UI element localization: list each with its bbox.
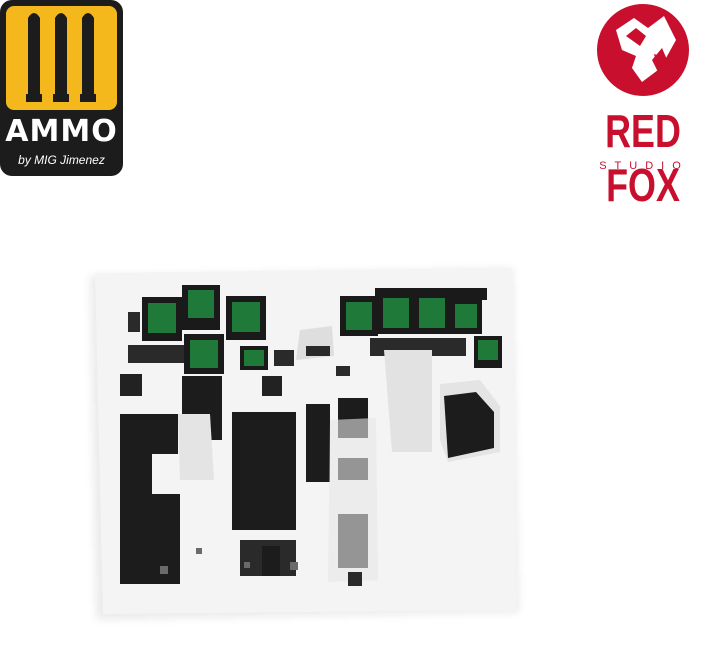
fox-head-icon	[597, 4, 689, 96]
center-pedestal-panel	[232, 412, 296, 576]
bullets-icon	[26, 13, 96, 102]
ammo-bullets-panel	[6, 6, 117, 110]
ammo-logo: AMMO by MIG Jimenez	[0, 0, 123, 176]
left-console-panel	[120, 414, 214, 584]
ammo-wordmark: AMMO	[5, 114, 118, 149]
redfox-subtitle: STUDIO	[599, 160, 689, 172]
side-panel	[440, 380, 500, 462]
detail-marks	[160, 548, 298, 574]
right-console-panel	[306, 398, 378, 586]
ammo-subtitle: by MIG Jimenez	[18, 153, 105, 167]
right-mfd-cluster	[296, 288, 502, 452]
redfox-wordmark: RED FOX	[605, 105, 681, 211]
